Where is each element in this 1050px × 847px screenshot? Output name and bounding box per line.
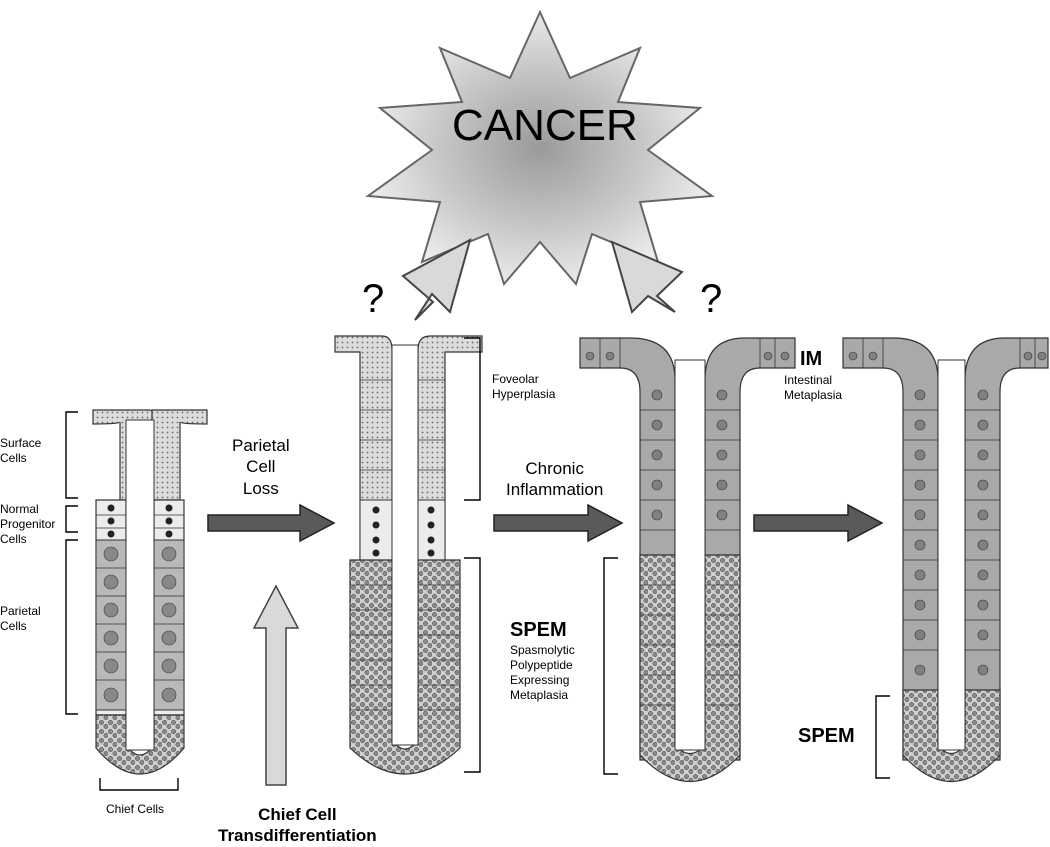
label-spem-abbr: SPEM bbox=[510, 619, 567, 641]
label-parietal-cell-loss: Parietal Cell Loss bbox=[232, 436, 290, 498]
bracket-gland-im-advanced-spem bbox=[875, 695, 890, 779]
label-spem-full: Spasmolytic Polypeptide Expressing Metap… bbox=[510, 643, 575, 702]
arrow-chief-cell-transdifferentiation bbox=[252, 584, 300, 786]
label-chief-cell-transdifferentiation: Chief Cell Transdifferentiation bbox=[218, 805, 377, 846]
arrow-up-left-to-cancer bbox=[401, 238, 472, 321]
label-parietal-cells: Parietal Cells bbox=[0, 604, 41, 633]
label-chronic-inflammation: Chronic Inflammation bbox=[506, 459, 604, 500]
brackets-gland-foveolar bbox=[464, 337, 481, 773]
label-im-full: Intestinal Metaplasia bbox=[784, 373, 843, 402]
cancer-starburst bbox=[365, 9, 715, 287]
gland-foveolar-hyperplasia bbox=[334, 335, 483, 775]
label-normal-progenitor-cells: Normal Progenitor Cells bbox=[0, 502, 56, 546]
label-surface-cells: Surface Cells bbox=[0, 436, 42, 465]
arrow-chronic-inflammation bbox=[493, 503, 624, 543]
arrow-up-right-to-cancer bbox=[610, 240, 684, 314]
label-im-abbr: IM bbox=[800, 348, 823, 370]
cancer-label: CANCER bbox=[452, 101, 638, 150]
bracket-gland-im-spem bbox=[603, 557, 618, 775]
gland-normal bbox=[92, 409, 208, 775]
arrow-parietal-cell-loss bbox=[207, 503, 336, 543]
gland-im-advanced bbox=[842, 337, 1049, 783]
question-mark-right: ? bbox=[700, 277, 723, 321]
gland-intestinal-metaplasia bbox=[579, 337, 796, 783]
label-foveolar-hyperplasia: Foveolar Hyperplasia bbox=[492, 372, 556, 401]
label-chief-cells: Chief Cells bbox=[106, 802, 165, 816]
brackets-gland-normal bbox=[65, 411, 179, 791]
arrow-to-im-stage bbox=[753, 503, 884, 543]
label-spem-stage4: SPEM bbox=[798, 725, 855, 747]
question-mark-left: ? bbox=[362, 277, 385, 321]
